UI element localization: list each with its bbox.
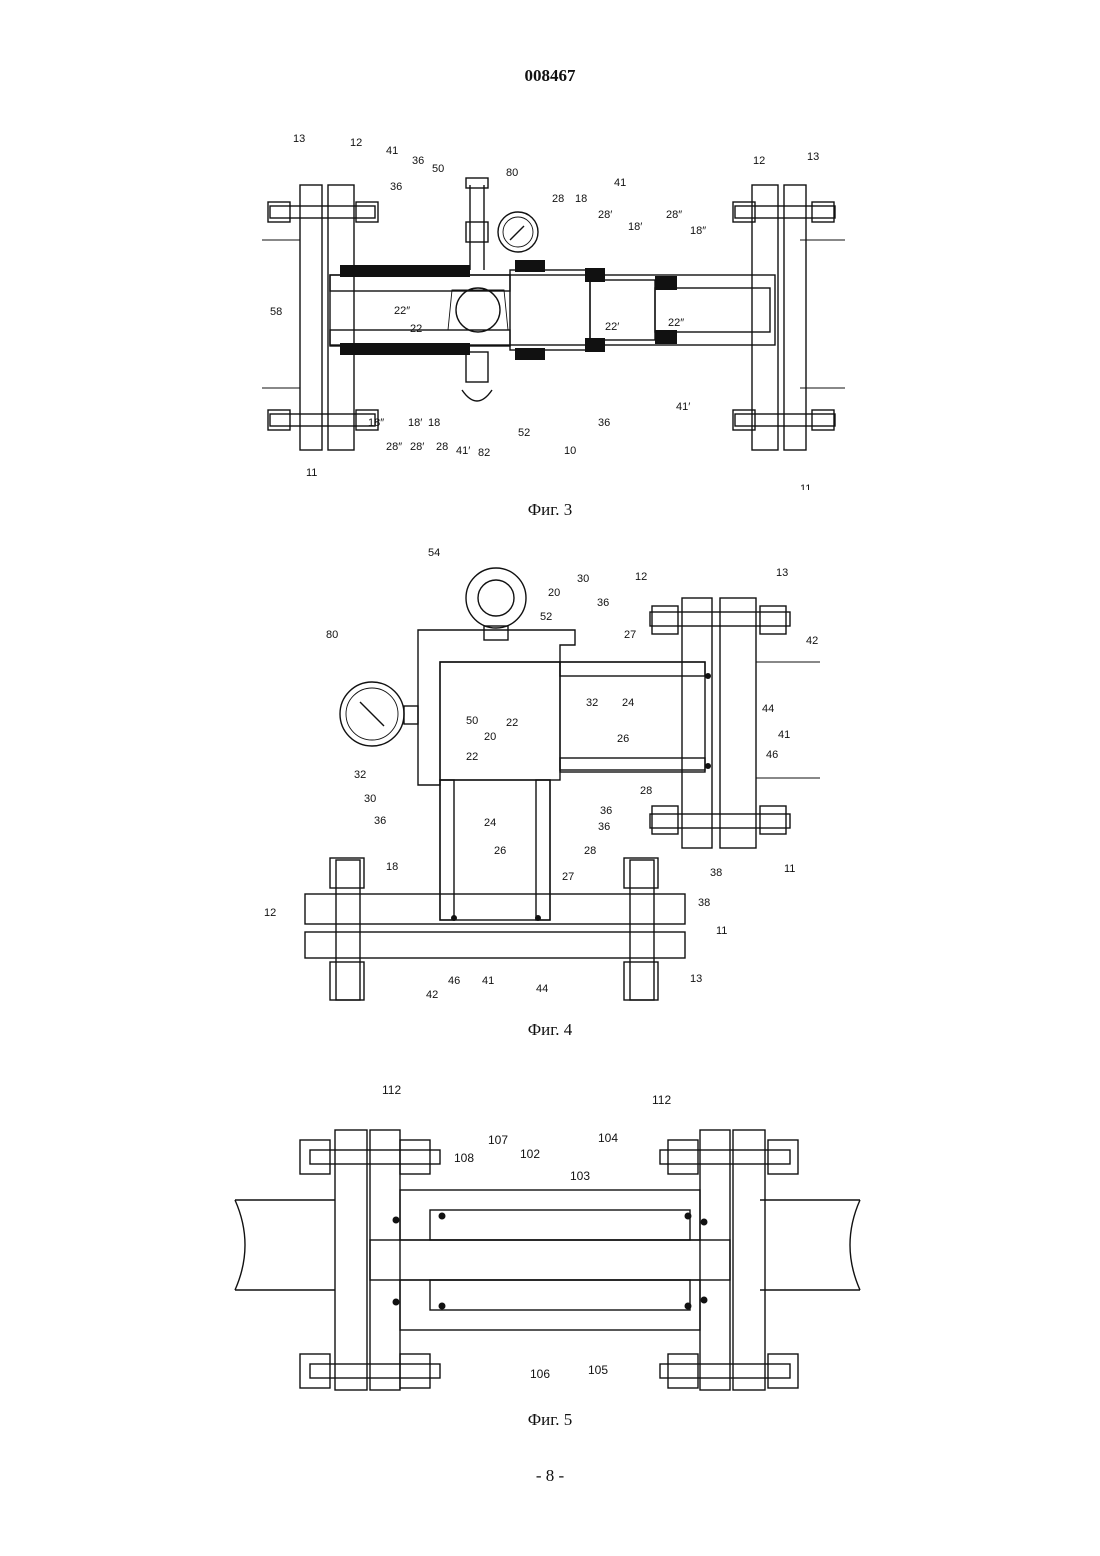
callout-label: 22	[506, 717, 518, 729]
callout-label: 44	[536, 983, 548, 995]
figure-3-drawing: 13 12 41 36 50 80 36 28 18 28′ 41 18′ 28…	[0, 130, 1100, 490]
callout-label: 32	[354, 769, 366, 781]
callout-label: 28	[584, 845, 596, 857]
figure-5-caption: Фиг. 5	[0, 1410, 1100, 1430]
callout-label: 28′	[410, 441, 424, 453]
callout-label: 20	[548, 587, 560, 599]
callout-label: 22	[466, 751, 478, 763]
figure-3: 13 12 41 36 50 80 36 28 18 28′ 41 18′ 28…	[0, 130, 1100, 530]
callout-label: 11	[800, 483, 811, 490]
callout-label: 50	[432, 163, 444, 175]
callout-label: 13	[690, 973, 702, 985]
callout-label: 13	[293, 133, 305, 145]
callout-label: 105	[588, 1363, 608, 1377]
callout-label: 28	[552, 193, 564, 205]
callout-label: 36	[390, 181, 402, 193]
callout-label: 44	[762, 703, 774, 715]
callout-label: 41	[386, 145, 398, 157]
callout-label: 27	[624, 629, 636, 641]
document-number: 008467	[0, 66, 1100, 86]
callout-label: 28	[436, 441, 448, 453]
callout-label: 18	[428, 417, 440, 429]
callout-label: 24	[622, 697, 634, 709]
callout-label: 36	[598, 821, 610, 833]
callout-label: 28	[640, 785, 652, 797]
callout-label: 18″	[368, 417, 384, 429]
callout-label: 18′	[628, 221, 642, 233]
callout-label: 18	[386, 861, 398, 873]
callout-label: 41	[778, 729, 790, 741]
callout-label: 36	[600, 805, 612, 817]
callout-label: 30	[577, 573, 589, 585]
figure-3-caption: Фиг. 3	[0, 500, 1100, 520]
callout-label: 102	[520, 1147, 540, 1161]
callout-label: 18	[575, 193, 587, 205]
figure-4-drawing: 54 52 20 30 36 27 12 13 42 80 50 20 22 3…	[0, 540, 1100, 1010]
callout-label: 41′	[456, 445, 470, 457]
callout-label: 22″	[668, 317, 684, 329]
callout-label: 108	[454, 1151, 474, 1165]
callout-label: 112	[382, 1083, 401, 1097]
callout-label: 112	[652, 1093, 671, 1107]
callout-label: 22′	[605, 321, 619, 333]
callout-label: 52	[540, 611, 552, 623]
callout-label: 12	[635, 571, 647, 583]
callout-label: 30	[364, 793, 376, 805]
callout-label: 41	[614, 177, 626, 189]
callout-label: 24	[484, 817, 496, 829]
callout-label: 28″	[386, 441, 402, 453]
callout-label: 20	[484, 731, 496, 743]
callout-label: 36	[597, 597, 609, 609]
callout-label: 41	[482, 975, 494, 987]
callout-label: 11	[306, 467, 317, 479]
callout-label: 36	[374, 815, 386, 827]
callout-label: 80	[506, 167, 518, 179]
callout-label: 38	[698, 897, 710, 909]
figure-5: 112 112 104 107 108 102 103 106 105 Фиг.…	[0, 1080, 1100, 1440]
callout-label: 22	[410, 323, 422, 335]
callout-label: 54	[428, 547, 440, 559]
callout-label: 106	[530, 1367, 550, 1381]
callout-label: 104	[598, 1131, 618, 1145]
callout-label: 13	[776, 567, 788, 579]
callout-label: 107	[488, 1133, 508, 1147]
callout-label: 82	[478, 447, 490, 459]
callout-label: 11	[716, 925, 727, 937]
callout-label: 18″	[690, 225, 706, 237]
callout-label: 18′	[408, 417, 422, 429]
figure-5-drawing: 112 112 104 107 108 102 103 106 105	[0, 1080, 1100, 1410]
page-number: - 8 -	[0, 1466, 1100, 1486]
callout-label: 26	[617, 733, 629, 745]
callout-label: 42	[806, 635, 818, 647]
callout-label: 32	[586, 697, 598, 709]
callout-label: 26	[494, 845, 506, 857]
callout-label: 80	[326, 629, 338, 641]
callout-label: 103	[570, 1169, 590, 1183]
callout-label: 52	[518, 427, 530, 439]
callout-label: 10	[564, 445, 576, 457]
callout-label: 46	[766, 749, 778, 761]
callout-label: 12	[264, 907, 276, 919]
callout-label: 41′	[676, 401, 690, 413]
callout-label: 46	[448, 975, 460, 987]
callout-label: 36	[412, 155, 424, 167]
figure-4-caption: Фиг. 4	[0, 1020, 1100, 1040]
callout-label: 11	[784, 863, 795, 875]
callout-label: 13	[807, 151, 819, 163]
callout-label: 22″	[394, 305, 410, 317]
callout-label: 28″	[666, 209, 682, 221]
callout-label: 28′	[598, 209, 612, 221]
callout-label: 27	[562, 871, 574, 883]
callout-label: 12	[753, 155, 765, 167]
callout-label: 36	[598, 417, 610, 429]
callout-label: 12	[350, 137, 362, 149]
callout-label: 58	[270, 306, 282, 318]
callout-label: 50	[466, 715, 478, 727]
callout-label: 42	[426, 989, 438, 1001]
callout-label: 38	[710, 867, 722, 879]
figure-4: 54 52 20 30 36 27 12 13 42 80 50 20 22 3…	[0, 540, 1100, 1040]
